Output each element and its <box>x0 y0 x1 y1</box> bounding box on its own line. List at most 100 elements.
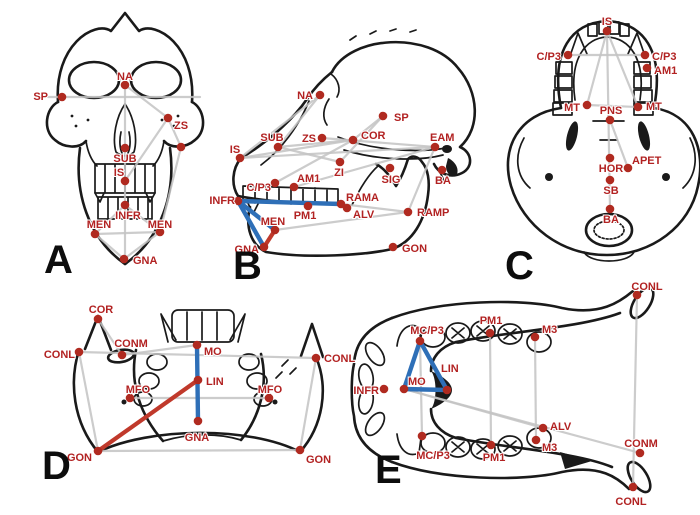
landmark-label-apet: APET <box>632 155 662 167</box>
landmark-dot-mt <box>582 100 592 110</box>
skull-lateral-sketch <box>232 28 477 257</box>
landmark-label-sp: SP <box>33 91 48 103</box>
gray-measurement-line <box>158 145 183 234</box>
blue-measurement-line <box>401 338 423 392</box>
landmark-label-lin: LIN <box>441 363 459 375</box>
gray-measurement-line <box>605 29 640 109</box>
gray-measurement-line <box>533 335 538 442</box>
landmark-label-infr: INFR <box>353 385 379 397</box>
landmark-label-mfo: MFO <box>258 384 283 396</box>
landmark-dot-na <box>120 80 130 90</box>
landmark-label-pm1: PM1 <box>483 452 506 464</box>
landmark-label-ba: BA <box>603 214 619 226</box>
landmark-label-mc-p3: MC/P3 <box>410 325 444 337</box>
landmark-label-c-p3: C/P3 <box>247 182 271 194</box>
landmark-dot-na <box>315 90 325 100</box>
landmark-dot-cor <box>93 314 103 324</box>
gray-measurement-line <box>402 387 642 455</box>
landmark-label-pm1: PM1 <box>480 315 503 327</box>
landmark-label-hor: HOR <box>599 163 624 175</box>
landmark-label-sig: SIG <box>382 174 401 186</box>
landmark-dot-ramp <box>403 207 413 217</box>
landmark-label-conm: CONM <box>114 338 148 350</box>
landmark-dot-pns <box>605 115 615 125</box>
blue-measurement-line <box>417 338 450 393</box>
landmark-dot-pm1 <box>486 440 496 450</box>
gray-measurement-line <box>585 103 640 109</box>
landmark-dot-pm1 <box>303 201 313 211</box>
landmark-label-alv: ALV <box>550 421 572 433</box>
landmark-dot-lin <box>193 375 203 385</box>
landmark-dot-c-p3 <box>270 178 280 188</box>
landmark-label-conl: CONL <box>631 281 662 293</box>
landmark-label-m3: M3 <box>542 324 557 336</box>
gray-measurement-line <box>93 230 162 236</box>
gray-measurement-line <box>298 356 318 452</box>
landmark-dot-conl <box>628 482 638 492</box>
blue-measurement-line <box>235 198 267 250</box>
landmark-dot-apet <box>623 163 633 173</box>
landmark-label-c-p3: C/P3 <box>652 51 676 63</box>
panel-letter-a: A <box>44 238 73 282</box>
landmark-label-ba: BA <box>435 175 451 187</box>
landmark-dot-eam <box>430 142 440 152</box>
gray-measurement-line <box>77 350 100 453</box>
mandible-posterior-sketch <box>72 309 325 454</box>
landmark-label-men: MEN <box>261 216 286 228</box>
gray-measurement-line <box>93 232 126 261</box>
gray-measurement-line <box>585 29 609 107</box>
landmark-label-sp: SP <box>394 112 409 124</box>
gray-measurement-line <box>631 293 639 489</box>
gray-measurement-line <box>276 138 355 149</box>
panel-letter-e: E <box>375 448 402 492</box>
gray-measurement-line <box>120 343 199 357</box>
landmark-label-mt: MT <box>646 101 662 113</box>
gray-measurement-line <box>123 116 170 183</box>
landmark-label-cor: COR <box>361 130 386 142</box>
gray-measurement-line <box>238 93 322 160</box>
landmark-label-sb: SB <box>603 185 618 197</box>
landmark-dot-am1 <box>642 63 652 73</box>
landmark-dot-infr <box>120 200 130 210</box>
gray-measurement-line <box>123 203 162 234</box>
landmark-dot-gon <box>295 445 305 455</box>
landmark-dot-is <box>602 26 612 36</box>
landmark-label-eam: EAM <box>430 132 454 144</box>
landmark-label-na: NA <box>117 71 133 83</box>
landmark-label-zs: ZS <box>174 120 188 132</box>
landmark-dot-sub <box>120 143 130 153</box>
landmark-label-gon: GON <box>67 452 92 464</box>
gray-measurement-line <box>276 145 342 164</box>
landmark-label-infr: INFR <box>209 195 235 207</box>
landmark-dot-am1 <box>289 182 299 192</box>
landmark-label-mfo: MFO <box>126 384 151 396</box>
landmark-dot-infr <box>233 196 243 206</box>
gray-measurement-line <box>238 145 437 160</box>
landmark-label-zi: ZI <box>334 167 344 179</box>
landmark-label-pns: PNS <box>600 105 623 117</box>
landmark-dot-men <box>270 225 280 235</box>
landmark-label-pm1: PM1 <box>294 210 317 222</box>
landmark-dot-conl <box>632 290 642 300</box>
landmark-dot-sb <box>605 175 615 185</box>
panel-letter-c: C <box>505 244 534 288</box>
landmark-dot-conl <box>311 353 321 363</box>
landmark-label-gon: GON <box>306 454 331 466</box>
landmark-dot-gna <box>119 254 129 264</box>
landmark-label-sub: SUB <box>260 132 283 144</box>
landmark-dot-c-p3 <box>640 50 650 60</box>
gray-measurement-line <box>488 331 493 447</box>
landmark-dot-conm <box>635 448 645 458</box>
gray-measurement-line <box>96 317 124 357</box>
landmark-label-is: IS <box>602 16 612 28</box>
landmark-label-ramp: RAMP <box>417 207 449 219</box>
gray-measurement-line <box>276 93 322 149</box>
landmark-dot-men <box>90 229 100 239</box>
landmark-dot-hor <box>605 153 615 163</box>
gray-measurement-line <box>338 114 385 164</box>
landmark-dot-gon <box>93 446 103 456</box>
landmark-label-men: MEN <box>148 219 173 231</box>
landmark-dot-ba <box>605 204 615 214</box>
